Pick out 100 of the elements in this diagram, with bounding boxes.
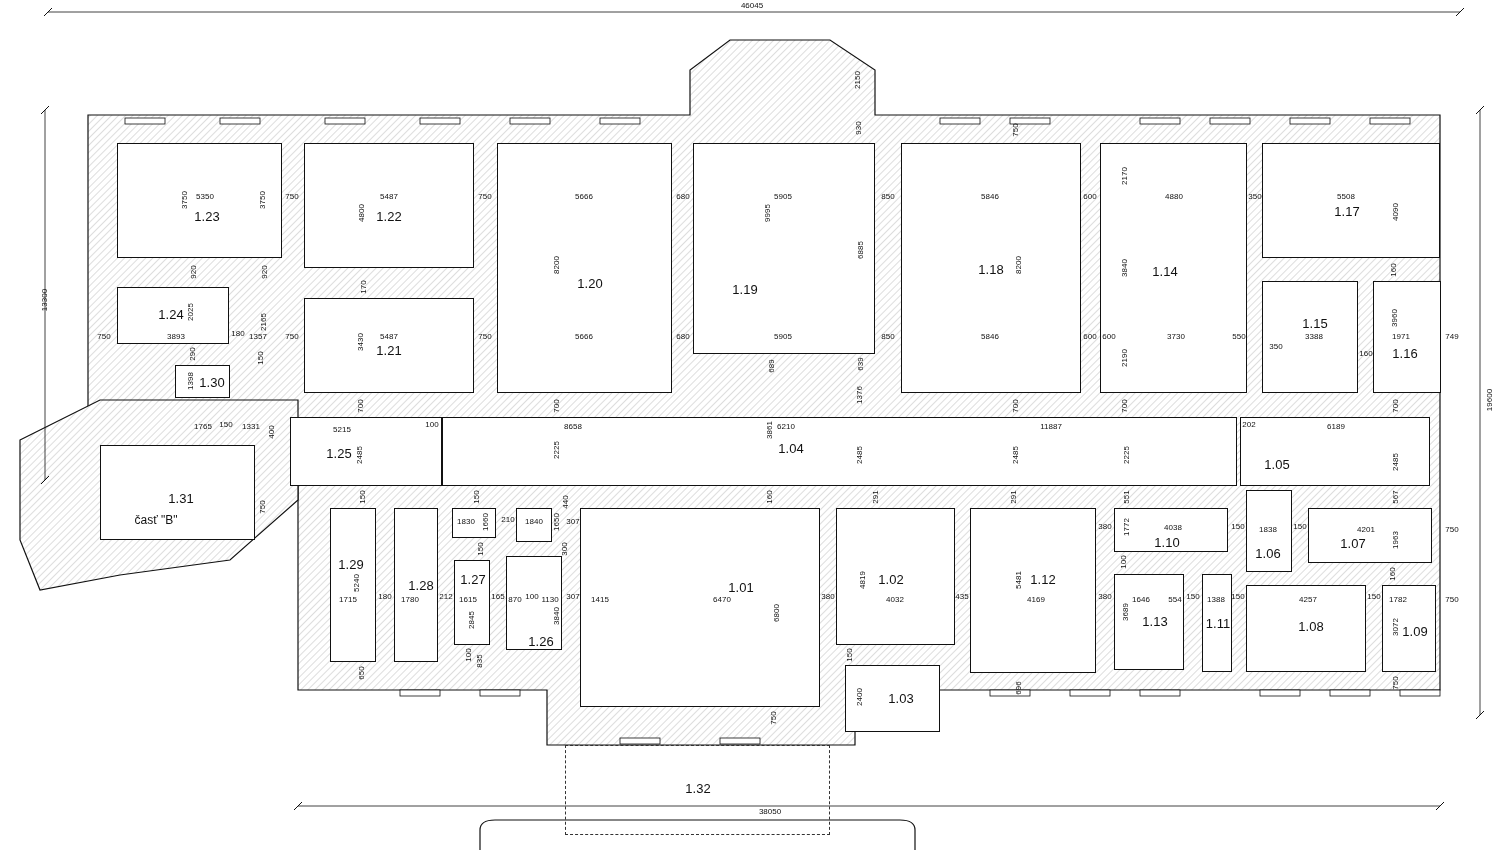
room-number: 1.25 <box>326 446 352 460</box>
dimension-value: 2165 <box>260 313 268 331</box>
dimension-value: 750 <box>770 711 778 725</box>
dimension-value: 5350 <box>196 193 214 201</box>
room <box>454 560 490 645</box>
dimension-value: 210 <box>501 516 515 524</box>
dimension-value: 1772 <box>1123 518 1131 536</box>
dimension-value: 150 <box>1186 593 1200 601</box>
dimension-value: 1615 <box>459 596 477 604</box>
dimension-value: 3840 <box>1121 259 1129 277</box>
room-number: 1.06 <box>1255 546 1281 560</box>
room <box>304 143 474 268</box>
dimension-value: 1780 <box>401 596 419 604</box>
room-number: 1.12 <box>1030 572 1056 586</box>
room <box>836 508 955 645</box>
dimension-value: 4038 <box>1164 524 1182 532</box>
dimension-value: 150 <box>473 490 481 504</box>
dimension-value: 3840 <box>553 607 561 625</box>
dimension-value: 1782 <box>1389 596 1407 604</box>
room-number: 1.04 <box>778 441 804 455</box>
dimension-value: 1963 <box>1392 531 1400 549</box>
section-label: časť "B" <box>134 514 178 526</box>
room <box>1373 281 1441 393</box>
dimension-value: 100 <box>1120 555 1128 569</box>
dimension-value: 11887 <box>1040 423 1062 431</box>
room <box>901 143 1081 393</box>
dimension-value: 1650 <box>553 513 561 531</box>
dimension-value: 3072 <box>1392 618 1400 636</box>
dimension-value: 202 <box>1242 421 1256 429</box>
dimension-value: 8200 <box>553 256 561 274</box>
dimension-value: 2845 <box>468 611 476 629</box>
dimension-value: 2485 <box>1392 453 1400 471</box>
room-number: 1.14 <box>1152 264 1178 278</box>
dimension-value: 750 <box>478 193 492 201</box>
dimension-value: 2190 <box>1121 349 1129 367</box>
dimension-value: 2225 <box>1123 446 1131 464</box>
dimension-value: 750 <box>285 193 299 201</box>
dimension-value: 5487 <box>380 333 398 341</box>
dimension-value: 100 <box>525 593 539 601</box>
dimension-value: 307 <box>566 593 580 601</box>
dimension-value: 567 <box>1392 490 1400 504</box>
dimension-value: 5508 <box>1337 193 1355 201</box>
dimension-value: 3960 <box>1391 309 1399 327</box>
room-number: 1.08 <box>1298 619 1324 633</box>
dimension-value: 160 <box>766 490 774 504</box>
terrace-area <box>565 745 830 835</box>
room <box>394 508 438 662</box>
dimension-value: 160 <box>1359 350 1373 358</box>
dimension-value: 550 <box>1232 333 1246 341</box>
room-number: 1.01 <box>728 580 754 594</box>
room-number: 1.26 <box>528 634 554 648</box>
dimension-value: 38050 <box>758 808 782 816</box>
dimension-value: 5666 <box>575 193 593 201</box>
dimension-value: 750 <box>478 333 492 341</box>
room <box>497 143 672 393</box>
dimension-value: 150 <box>359 490 367 504</box>
dimension-value: 600 <box>1083 193 1097 201</box>
dimension-value: 6800 <box>773 604 781 622</box>
room <box>1114 508 1228 552</box>
dimension-value: 3750 <box>259 191 267 209</box>
dimension-value: 4257 <box>1299 596 1317 604</box>
room-number: 1.32 <box>685 781 711 795</box>
dimension-value: 160 <box>1389 567 1397 581</box>
room <box>442 417 1237 486</box>
room <box>1246 585 1366 672</box>
dimension-value: 920 <box>190 265 198 279</box>
room-number: 1.30 <box>199 375 225 389</box>
room-number: 1.18 <box>978 262 1004 276</box>
dimension-value: 1388 <box>1207 596 1225 604</box>
room <box>693 143 875 354</box>
room <box>1114 574 1184 670</box>
room <box>970 508 1096 673</box>
dimension-value: 4032 <box>886 596 904 604</box>
dimension-value: 150 <box>1367 593 1381 601</box>
dimension-value: 600 <box>1102 333 1116 341</box>
dimension-value: 435 <box>955 593 969 601</box>
dimension-value: 700 <box>357 399 365 413</box>
room-number: 1.29 <box>338 557 364 571</box>
dimension-value: 380 <box>1098 523 1112 531</box>
dimension-value: 5846 <box>981 193 999 201</box>
dimension-value: 150 <box>477 542 485 556</box>
dimension-value: 3861 <box>766 421 774 439</box>
dimension-value: 2025 <box>187 303 195 321</box>
room <box>117 143 282 258</box>
dimension-value: 2485 <box>856 446 864 464</box>
room-number: 1.15 <box>1302 316 1328 330</box>
dimension-value: 160 <box>1390 263 1398 277</box>
room-number: 1.16 <box>1392 346 1418 360</box>
dimension-value: 150 <box>1293 523 1307 531</box>
room <box>845 665 940 732</box>
room-number: 1.09 <box>1402 624 1428 638</box>
dimension-value: 4169 <box>1027 596 1045 604</box>
room <box>506 556 562 650</box>
room <box>175 365 230 398</box>
dimension-value: 6189 <box>1327 423 1345 431</box>
room-number: 1.05 <box>1264 457 1290 471</box>
dimension-value: 380 <box>1098 593 1112 601</box>
dimension-value: 212 <box>439 593 453 601</box>
dimension-value: 5666 <box>575 333 593 341</box>
dimension-value: 3730 <box>1167 333 1185 341</box>
